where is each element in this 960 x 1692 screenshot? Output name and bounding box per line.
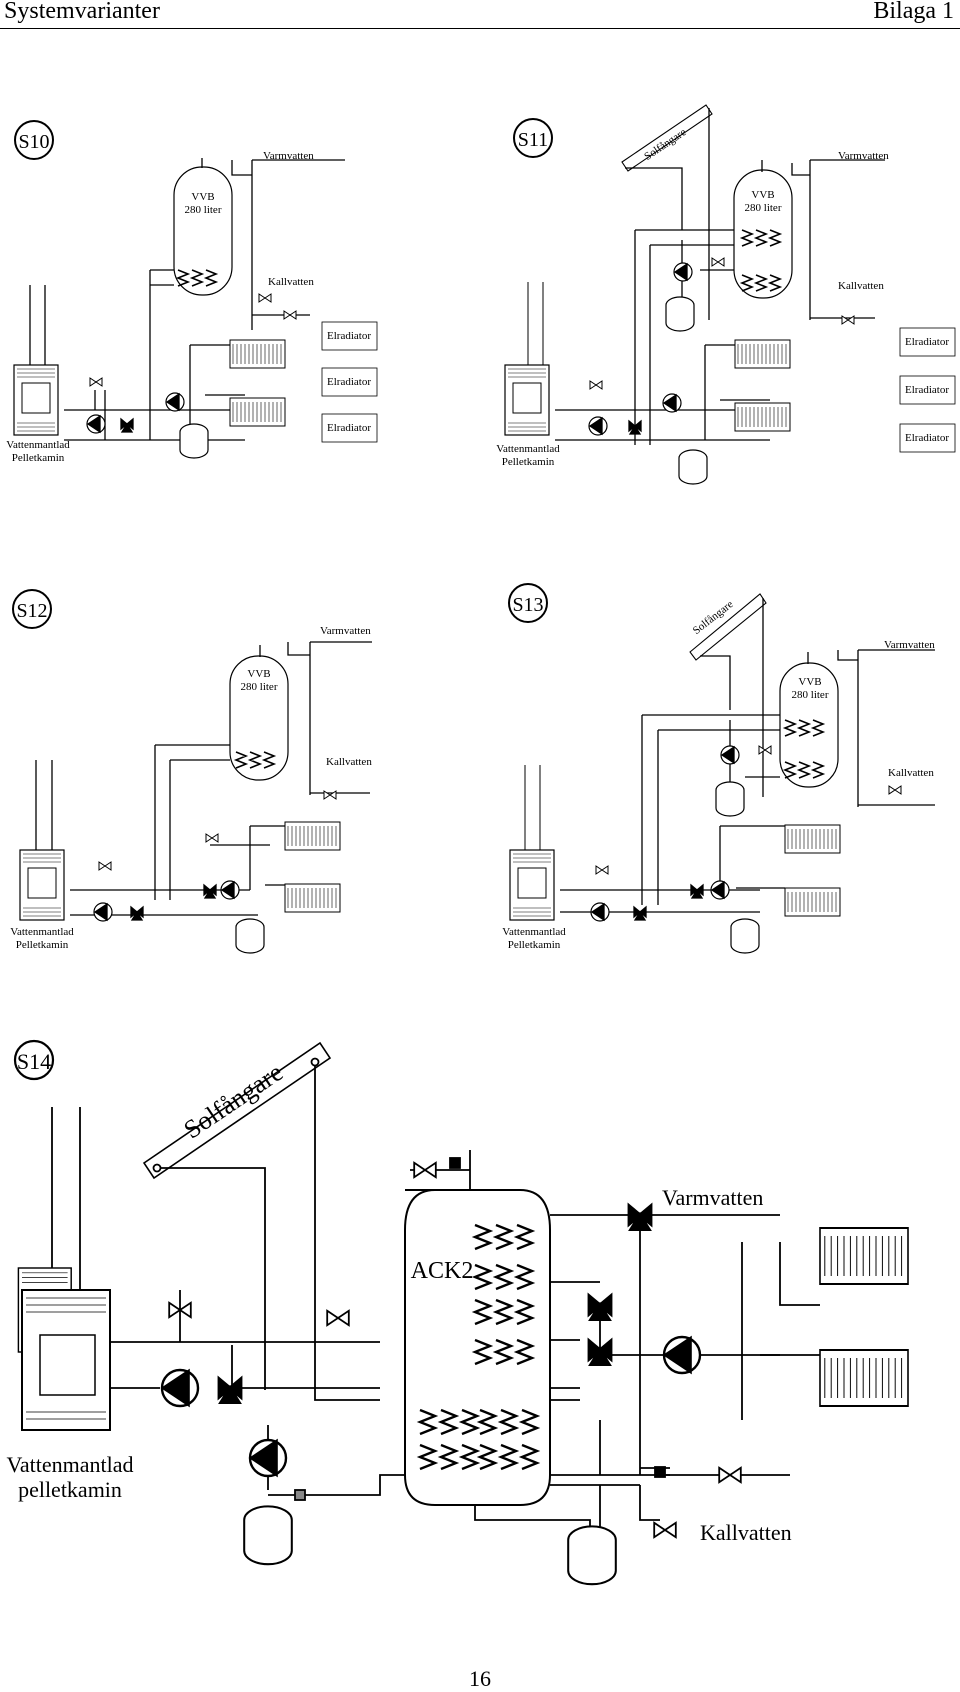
s10-volume: 280 liter (185, 204, 222, 216)
s12-cold: Kallvatten (326, 756, 372, 768)
s12-tank: VVB (247, 668, 270, 680)
s14-solar: Solfångare (178, 1057, 288, 1144)
s11-rad1: Elradiator (905, 336, 949, 348)
s11-id: S11 (518, 129, 548, 151)
diagram-s11 (504, 104, 956, 485)
s14-hot: Varmvatten (662, 1185, 763, 1210)
s13-hot: Varmvatten (884, 639, 935, 651)
diagram-s12 (12, 589, 372, 954)
page-header: Systemvarianter Bilaga 1 (0, 0, 960, 29)
diagram-s14 (13, 1039, 910, 1586)
s11-stove1: Vattenmantlad (496, 443, 560, 455)
s12-stove1: Vattenmantlad (10, 926, 74, 938)
s13-solar: Solfångare (691, 598, 736, 637)
diagram-s13 (508, 583, 935, 954)
s13-stove2: Pelletkamin (508, 939, 561, 951)
s12-hot: Varmvatten (320, 625, 371, 637)
s13-id: S13 (512, 594, 543, 616)
s14-stove2: pelletkamin (18, 1477, 122, 1502)
s14-id: S14 (17, 1049, 51, 1074)
s11-hot: Varmvatten (838, 150, 889, 162)
s12-volume: 280 liter (241, 681, 278, 693)
s10-stove2: Pelletkamin (12, 452, 65, 464)
s10-id: S10 (18, 131, 49, 153)
s11-tank: VVB (751, 189, 774, 201)
s12-id: S12 (16, 600, 47, 622)
s14-labels: S14 Solfångare ACK2 Varmvatten Kallvatte… (6, 1049, 791, 1545)
s14-stove1: Vattenmantlad (6, 1452, 133, 1477)
s11-volume: 280 liter (745, 202, 782, 214)
diagram-s10 (13, 120, 378, 459)
s13-volume: 280 liter (792, 689, 829, 701)
s14-tank: ACK2 (411, 1258, 474, 1284)
s13-tank: VVB (798, 676, 821, 688)
s11-rad2: Elradiator (905, 384, 949, 396)
s11-rad3: Elradiator (905, 432, 949, 444)
s13-stove1: Vattenmantlad (502, 926, 566, 938)
s10-stove1: Vattenmantlad (6, 439, 70, 451)
s10-cold: Kallvatten (268, 276, 314, 288)
s12-labels: S12 VVB 280 liter Varmvatten Kallvatten … (10, 600, 372, 951)
s10-hot: Varmvatten (263, 150, 314, 162)
appendix-label: Bilaga 1 (873, 0, 954, 24)
s10-rad3: Elradiator (327, 422, 371, 434)
s14-cold: Kallvatten (700, 1520, 792, 1545)
s13-cold: Kallvatten (888, 767, 934, 779)
s11-solar: Solfångare (642, 126, 688, 163)
s10-rad2: Elradiator (327, 376, 371, 388)
s12-stove2: Pelletkamin (16, 939, 69, 951)
s11-labels: S11 Solfångare VVB 280 liter Varmvatten … (496, 126, 949, 468)
page-number: 16 (469, 1666, 491, 1691)
page-title: Systemvarianter (4, 0, 160, 24)
s10-labels: S10 VVB 280 liter Varmvatten Kallvatten … (6, 131, 371, 464)
s11-stove2: Pelletkamin (502, 456, 555, 468)
s11-cold: Kallvatten (838, 280, 884, 292)
s10-rad1: Elradiator (327, 330, 371, 342)
s10-tank: VVB (191, 191, 214, 203)
